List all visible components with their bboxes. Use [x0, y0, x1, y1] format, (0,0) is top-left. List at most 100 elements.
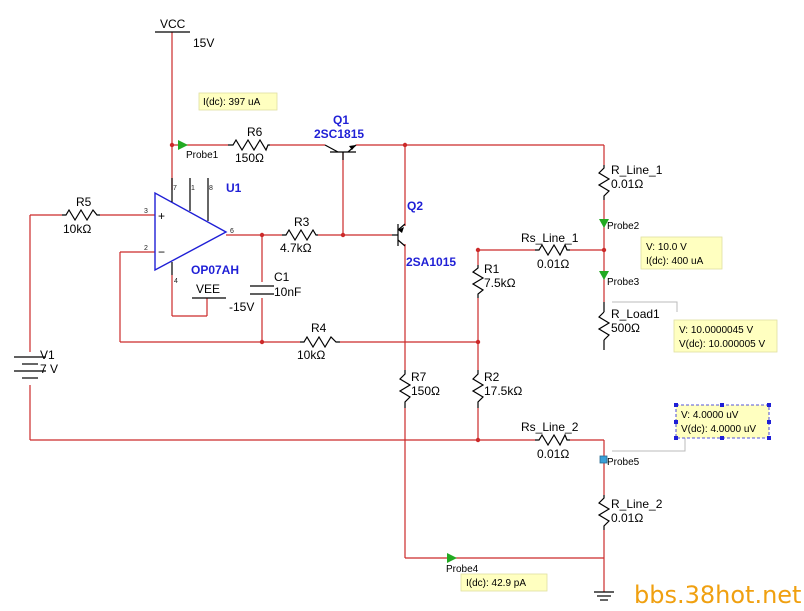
- probe-3-name: Probe3: [607, 277, 640, 288]
- v1-ref: V1: [40, 348, 55, 362]
- r-line-1-value: 0.01Ω: [611, 177, 643, 191]
- probe-3-note: [673, 319, 778, 353]
- pin-2: 2: [144, 245, 148, 252]
- resistor-r-line-1[interactable]: R_Line_1 0.01Ω: [597, 163, 663, 200]
- probe-5-voltage: V: 4.0000 uV: [681, 410, 739, 421]
- probe-4-reading: I(dc): 42.9 pA: [466, 578, 526, 589]
- resistor-rs-line-2[interactable]: Rs_Line_2 0.01Ω: [521, 420, 579, 461]
- probe-2-voltage: V: 10.0 V: [646, 242, 687, 253]
- r-load1-value: 500Ω: [611, 321, 640, 335]
- r1-ref: R1: [484, 262, 500, 276]
- pin-3: 3: [144, 208, 148, 215]
- q2-ref: Q2: [407, 199, 423, 213]
- r-load1-ref: R_Load1: [611, 307, 660, 321]
- q2-part: 2SA1015: [406, 255, 456, 269]
- probe-1[interactable]: Probe1 I(dc): 397 uA: [178, 92, 278, 161]
- wires: [29, 32, 605, 592]
- resistor-r-load1[interactable]: R_Load1 500Ω: [597, 301, 678, 350]
- c1-ref: C1: [274, 270, 290, 284]
- resistor-r2[interactable]: R2 17.5kΩ: [471, 370, 522, 408]
- probe-2-current: I(dc): 400 uA: [646, 256, 704, 267]
- r2-ref: R2: [484, 370, 500, 384]
- opamp-u1[interactable]: + − 7 1 8 3 2 6 4 U1 OP07AH: [144, 178, 242, 285]
- probe-1-reading: I(dc): 397 uA: [203, 97, 261, 108]
- resistor-r3[interactable]: R3 4.7kΩ: [280, 215, 318, 255]
- probe-marker-icon: [599, 455, 608, 464]
- r3-value: 4.7kΩ: [280, 241, 312, 255]
- transistor-q2[interactable]: Q2 2SA1015: [392, 199, 456, 269]
- pin-4: 4: [174, 278, 178, 285]
- r6-value: 150Ω: [235, 151, 264, 165]
- r4-ref: R4: [311, 321, 327, 335]
- inverting-sign: −: [158, 245, 165, 259]
- vee-value: -15V: [229, 300, 254, 314]
- vcc-value: 15V: [193, 36, 214, 50]
- r1-value: 7.5kΩ: [484, 276, 516, 290]
- r5-value: 10kΩ: [63, 222, 91, 236]
- probe-5-name: Probe5: [607, 457, 640, 468]
- resistor-r7[interactable]: R7 150Ω: [398, 370, 440, 408]
- rs-line-1-value: 0.01Ω: [537, 257, 569, 271]
- probe-3-voltage: V: 10.0000045 V: [679, 325, 753, 336]
- probe-1-name: Probe1: [186, 150, 219, 161]
- probe-4[interactable]: Probe4 I(dc): 42.9 pA: [446, 553, 548, 592]
- pin-8: 8: [209, 185, 213, 192]
- r2-value: 17.5kΩ: [484, 384, 522, 398]
- resistor-r-line-2[interactable]: R_Line_2 0.01Ω: [597, 495, 663, 530]
- resistor-r4[interactable]: R4 10kΩ: [297, 321, 340, 362]
- r4-value: 10kΩ: [297, 348, 325, 362]
- probe-arrow-icon: [178, 140, 188, 150]
- resistor-rs-line-1[interactable]: Rs_Line_1 0.01Ω: [521, 231, 579, 271]
- ground-symbol: [594, 591, 614, 601]
- r3-ref: R3: [294, 215, 310, 229]
- vcc-name: VCC: [160, 17, 186, 31]
- q1-part: 2SC1815: [314, 127, 364, 141]
- probe-3[interactable]: Probe3 V: 10.0000045 V V(dc): 10.000005 …: [599, 271, 778, 353]
- c1-value: 10nF: [274, 285, 301, 299]
- probe-arrow-icon: [599, 219, 609, 228]
- pin-7: 7: [173, 185, 177, 192]
- probe-4-name: Probe4: [446, 564, 479, 575]
- rs-line-2-value: 0.01Ω: [537, 447, 569, 461]
- noninverting-sign: +: [158, 209, 165, 223]
- resistor-r6[interactable]: R6 150Ω: [228, 125, 270, 165]
- transistor-q1[interactable]: Q1 2SC1815: [314, 113, 364, 160]
- probe-1-note: [198, 92, 278, 111]
- r-line-1-ref: R_Line_1: [611, 163, 663, 177]
- v1-value: 7 V: [40, 362, 58, 376]
- r7-ref: R7: [411, 370, 427, 384]
- probe-arrow-icon: [599, 271, 609, 280]
- vee-name: VEE: [196, 282, 220, 296]
- probe-2-note: [640, 236, 723, 270]
- r-line-2-value: 0.01Ω: [611, 511, 643, 525]
- selection-handles: [674, 403, 771, 440]
- junctions: [169, 142, 607, 443]
- pin-6: 6: [230, 228, 234, 235]
- probe-5[interactable]: Probe5 V: 4.0000 uV V(dc): 4.0000 uV: [599, 403, 771, 468]
- source-v1[interactable]: V1 7 V: [14, 348, 58, 379]
- vee-supply[interactable]: VEE -15V: [192, 282, 254, 314]
- resistor-r1[interactable]: R1 7.5kΩ: [471, 262, 516, 298]
- probe-4-note: [460, 573, 548, 592]
- rs-line-1-ref: Rs_Line_1: [521, 231, 579, 245]
- probe-5-leader: [612, 437, 686, 452]
- q1-ref: Q1: [333, 113, 349, 127]
- probe-arrow-icon: [447, 553, 457, 563]
- vcc-supply[interactable]: VCC 15V: [155, 17, 214, 50]
- opamp-ref: U1: [226, 181, 242, 195]
- capacitor-c1[interactable]: C1 10nF: [250, 270, 301, 299]
- pin-1: 1: [191, 185, 195, 192]
- r6-ref: R6: [247, 125, 263, 139]
- r-line-2-ref: R_Line_2: [611, 497, 663, 511]
- resistor-r5[interactable]: R5 10kΩ: [62, 195, 100, 236]
- probe-5-note[interactable]: [675, 404, 770, 439]
- probe-5-dc-voltage: V(dc): 4.0000 uV: [681, 424, 756, 435]
- watermark: bbs.38hot.net: [634, 581, 801, 609]
- probe-2[interactable]: Probe2 V: 10.0 V I(dc): 400 uA: [599, 219, 723, 270]
- probe-3-dc-voltage: V(dc): 10.000005 V: [679, 339, 765, 350]
- r7-value: 150Ω: [411, 384, 440, 398]
- rs-line-2-ref: Rs_Line_2: [521, 420, 579, 434]
- opamp-part: OP07AH: [191, 263, 239, 277]
- probe-2-name: Probe2: [607, 221, 640, 232]
